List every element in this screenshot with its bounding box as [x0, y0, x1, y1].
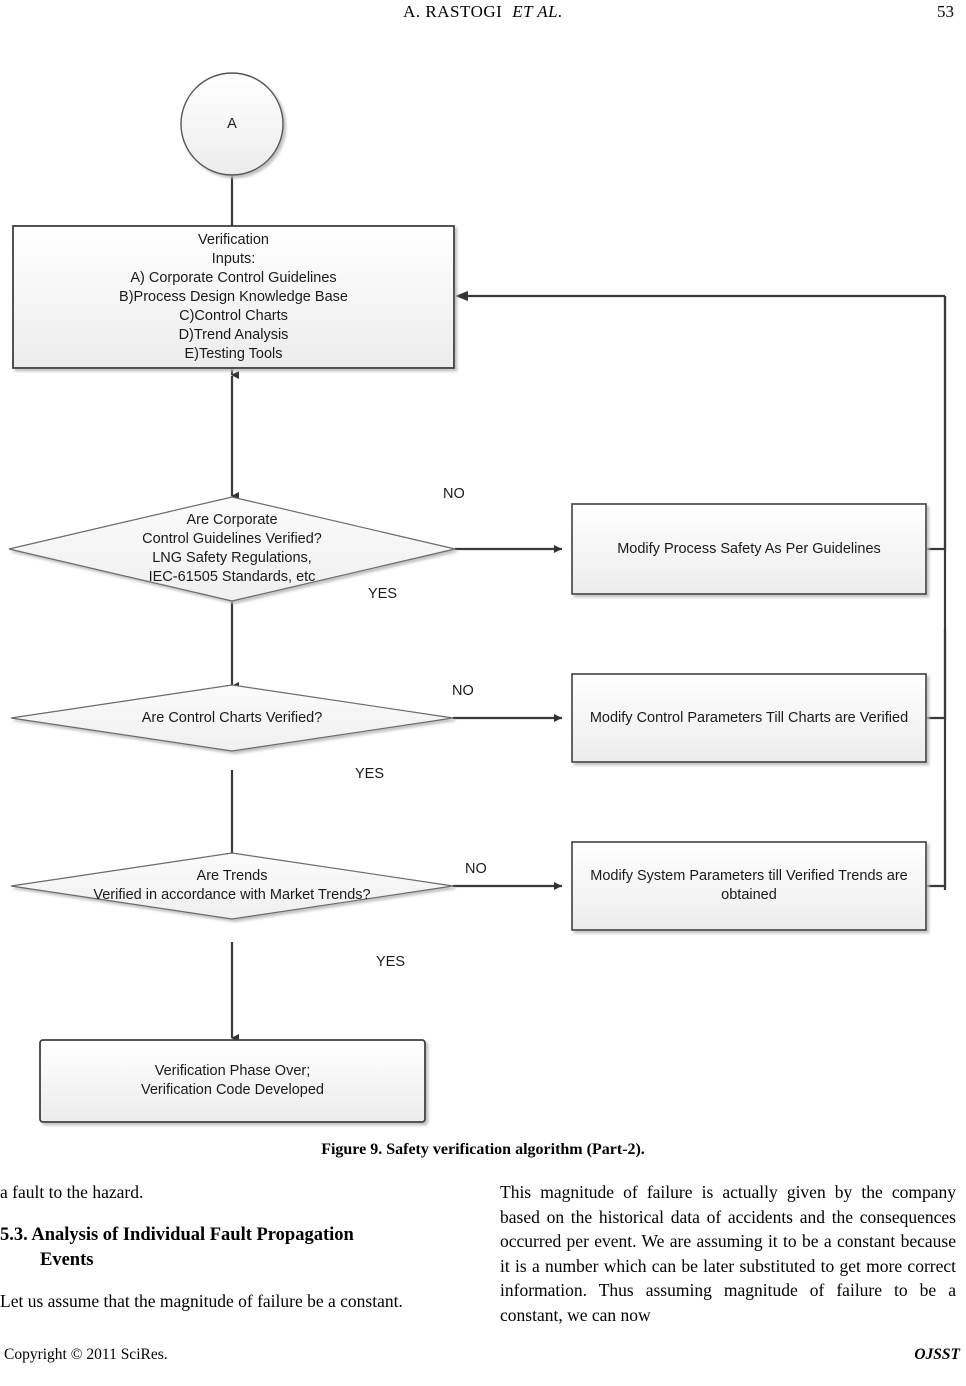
node-decision-trends	[10, 852, 454, 920]
edge-label-no-3: NO	[465, 861, 487, 877]
edge-process1-return	[926, 296, 947, 551]
return-arrowhead	[455, 291, 468, 301]
node-terminator	[39, 1039, 426, 1123]
edge-label-no-2: NO	[452, 683, 474, 699]
node-process-charts	[571, 673, 927, 763]
edge-process2-return	[926, 630, 947, 720]
journal-abbreviation: OJSST	[914, 1346, 960, 1363]
node-verification-inputs	[12, 225, 455, 369]
section-heading-line-1: 5.3. Analysis of Individual Fault Propag…	[0, 1224, 354, 1245]
page-number: 53	[937, 2, 954, 21]
running-head-author: A. RASTOGI	[403, 2, 503, 21]
node-process-trends	[571, 841, 927, 931]
left-column: a fault to the hazard. 5.3. Analysis of …	[0, 1180, 456, 1317]
node-process-guidelines	[571, 503, 927, 595]
edge-label-no-1: NO	[443, 486, 465, 502]
running-head: A. RASTOGI ET AL. 53	[0, 2, 966, 26]
edge-label-yes-3: YES	[376, 954, 406, 970]
right-column: This magnitude of failure is actually gi…	[500, 1180, 956, 1331]
body-columns: a fault to the hazard. 5.3. Analysis of …	[0, 1180, 966, 1340]
section-heading: 5.3. Analysis of Individual Fault Propag…	[0, 1223, 456, 1273]
edge-label-yes-2: YES	[355, 766, 385, 782]
flowchart-canvas	[8, 72, 947, 1123]
page-footer: Copyright © 2011 SciRes. OJSST	[0, 1346, 966, 1368]
connector-node-A	[180, 72, 284, 176]
left-paragraph-1: a fault to the hazard.	[0, 1182, 144, 1202]
running-head-et-al: ET AL.	[512, 2, 563, 21]
copyright-notice: Copyright © 2011 SciRes.	[4, 1346, 168, 1363]
node-decision-charts	[10, 684, 454, 752]
node-decision-guidelines	[8, 496, 456, 602]
right-paragraph-1: This magnitude of failure is actually gi…	[500, 1182, 956, 1325]
edge-label-yes-1: YES	[368, 586, 398, 602]
edge-process3-return	[926, 800, 947, 888]
figure-caption: Figure 9. Safety verification algorithm …	[321, 1141, 645, 1158]
flowchart-figure: A Verification Inputs: A) Corporate Cont…	[0, 30, 966, 1140]
running-head-title: A. RASTOGI ET AL.	[0, 2, 966, 22]
left-paragraph-2: Let us assume that the magnitude of fail…	[0, 1290, 403, 1311]
section-heading-line-2: Events	[40, 1249, 94, 1270]
